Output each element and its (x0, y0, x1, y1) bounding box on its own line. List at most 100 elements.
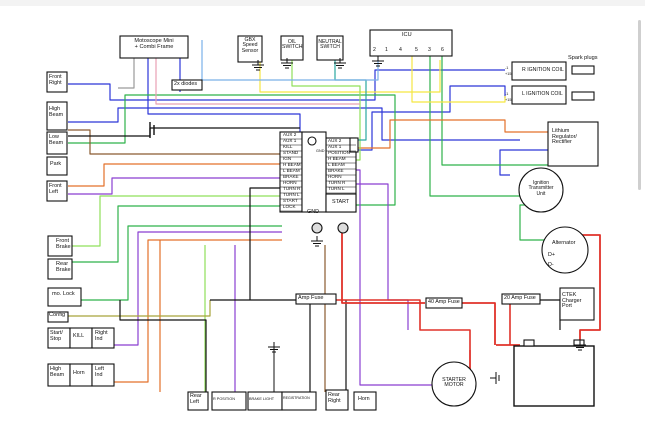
wire-purple-turn (348, 183, 409, 330)
ctrl-left-pin-8: HORN (283, 180, 297, 185)
gnd2-label: GND (316, 149, 325, 153)
horn-sw-label: Horn (73, 370, 85, 376)
left-ind-label: Left Ind (95, 366, 104, 378)
rear-brake-label: Rear Brake (56, 261, 71, 273)
icu-pin-5: 5 (415, 47, 418, 53)
wire-red-40 (462, 302, 496, 345)
ctrl-right-pin-1: AUX 1 (328, 144, 342, 149)
mo-lock-box (47, 287, 82, 307)
rear-left-box (187, 391, 209, 411)
ctrl-left-pin-7: BRAKE (283, 174, 299, 179)
wire-yellow-icu (411, 55, 506, 103)
park-box (46, 156, 68, 176)
alternator-circle (541, 226, 589, 274)
ctrl-left-pin-0: AUX 2 (283, 132, 297, 137)
ignition-tx-circle (518, 167, 564, 213)
neutral-box (316, 35, 344, 61)
high-beam-box (46, 101, 68, 131)
wire-green-icu-reg (441, 55, 548, 166)
icu-pin-3: 3 (428, 47, 431, 53)
icu-label: ICU (402, 32, 412, 38)
ctrl-right-pin-0: AUX 2 (328, 138, 342, 143)
rear-brake-box (47, 258, 73, 280)
mo-lock-label: mo. Lock (52, 291, 75, 297)
brake-light-box (247, 391, 283, 411)
lithium-label: Lithium Regulator/ Rectifier (552, 128, 577, 146)
wire-orange-park (68, 163, 282, 187)
battery-terminal-pos (573, 339, 585, 347)
front-right-label: Front Right (49, 74, 62, 86)
diodes-box (171, 79, 203, 91)
ctrl-start-box (325, 193, 357, 213)
r-position-box (211, 391, 247, 411)
top-strip (0, 0, 645, 6)
l-coil-box (511, 85, 567, 105)
rear-left-label: Rear Left (190, 393, 202, 405)
ctrl-right-pin-6: HORN (328, 174, 342, 179)
ctrl-right-pin-4: L BEAM (328, 162, 345, 167)
park-label: Park (50, 161, 62, 167)
wire-lime-front-brake (68, 195, 282, 247)
ctek-label: CTEK Charger Port (562, 292, 582, 310)
ctrl-left-pin-10: TURN L (283, 192, 300, 197)
battery-box (513, 345, 595, 407)
starter-motor-label: STARTER MOTOR (442, 377, 466, 389)
ctrl-mid-box (301, 131, 327, 213)
config-box (47, 311, 69, 323)
registration-box (281, 391, 317, 411)
ctrl-left-pin-9: TURN R (283, 186, 301, 191)
starter-motor-circle (431, 361, 477, 407)
ctrl-left-pin-5: H BEAM (283, 162, 301, 167)
wire-yellow-gbx (259, 58, 441, 93)
amp40-box (425, 297, 463, 309)
front-brake-box (47, 235, 73, 257)
spark-r (571, 65, 595, 75)
rear-right-label: Rear Right (328, 392, 341, 404)
ctrl-gnd-lug (311, 222, 323, 234)
ctrl-left-pin-2: KILL (283, 144, 293, 149)
front-left-box (46, 180, 68, 202)
wire-orange-reg (348, 119, 548, 149)
start-stop-label: Start/ Stop (50, 330, 63, 342)
wire-blue-ctrl-coil (348, 85, 506, 151)
ctrl-left-pin-1: AUX 1 (283, 138, 297, 143)
low-beam-label: Low Beam (49, 134, 64, 146)
wire-blue-reg (499, 149, 548, 176)
wire-black-horn (249, 187, 282, 300)
r-position-label: R POSITION (213, 397, 235, 401)
icu-box (369, 29, 453, 57)
d-plus-label: D+ (548, 252, 556, 258)
ctrl-start-lug (337, 222, 349, 234)
wire-red-alt (560, 234, 601, 345)
kill-label: KILL (73, 333, 85, 339)
ctrl-right-pin-7: TURN R (328, 180, 346, 185)
amp20-label: 20 Amp Fuse (504, 295, 536, 301)
coil-pin-0: -1 (505, 66, 509, 70)
lithium-box (547, 121, 599, 167)
wire-black-config (119, 300, 207, 392)
scrollbar[interactable] (638, 20, 641, 190)
low-beam-box (46, 131, 68, 155)
wire-black-lowbeam (68, 127, 300, 137)
ctek-box (559, 287, 595, 321)
wire-pink-mscope (155, 40, 360, 105)
wire-lightblue-mscope (201, 40, 379, 81)
coil-pin-1: +15 (505, 72, 512, 76)
wire-green-rear-brake (68, 205, 282, 263)
wire-black-ctek (540, 299, 561, 330)
ctrl-gnd-connector (307, 136, 317, 146)
wire-green-mo-lock (66, 225, 282, 301)
start-label: START (332, 199, 350, 205)
coil-pin-2: -1 (505, 92, 509, 96)
ctrl-right-pin-2: POSITION (328, 150, 350, 155)
r-coil-box (511, 61, 567, 81)
ctrl-right-pin-3: H BEAM (328, 156, 346, 161)
icu-pin-4: 4 (399, 47, 402, 53)
motoscope-box (119, 35, 189, 59)
icu-pin-1: 1 (385, 47, 388, 53)
l-coil-label: L IGNITION COIL (522, 91, 563, 97)
icu-pin-2: 2 (373, 47, 376, 53)
high-beam-2-label: High Beam (50, 366, 65, 378)
wire-black-amp-bus (210, 299, 311, 392)
